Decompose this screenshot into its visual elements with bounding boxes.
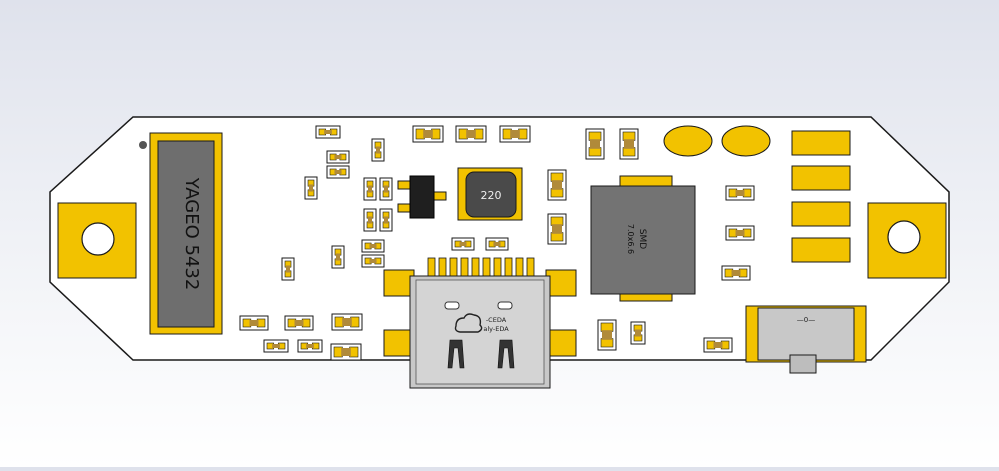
- smd-body: [368, 216, 372, 224]
- slide-switch: —0—: [745, 305, 867, 374]
- smd-body: [336, 253, 340, 261]
- smd-body: [731, 270, 741, 276]
- smd-body: [341, 348, 351, 356]
- smd-body: [624, 139, 634, 149]
- smd-components: [239, 125, 755, 361]
- smd-terminal: [350, 316, 360, 328]
- inductor-220: 220: [457, 167, 523, 221]
- mounting-pad-left: [57, 202, 137, 279]
- smd-terminal: [600, 322, 614, 332]
- yageo-inductor: YAGEO 5432: [139, 132, 223, 335]
- smd-terminal: [502, 128, 512, 140]
- smd-body: [552, 224, 562, 234]
- oval-pad: [721, 125, 771, 157]
- mounting-pad-right: [867, 202, 947, 279]
- smd-terminal: [588, 147, 602, 157]
- smd-terminal: [600, 338, 614, 348]
- smd-body: [368, 185, 372, 193]
- smd-body: [552, 180, 562, 190]
- smd-body: [324, 130, 332, 134]
- sot-chip: [397, 175, 447, 219]
- smd-body: [459, 242, 467, 246]
- smd-terminal: [622, 131, 636, 141]
- smd-body: [369, 259, 377, 263]
- edge-pad: [791, 130, 851, 156]
- smd-body: [286, 265, 290, 273]
- smd-body: [384, 216, 388, 224]
- smd-body: [334, 155, 342, 159]
- smd-body: [334, 170, 342, 174]
- smd-body: [272, 344, 280, 348]
- smd-terminal: [333, 346, 343, 358]
- smd-body: [493, 242, 501, 246]
- edge-pad: [791, 237, 851, 263]
- smd-body: [602, 330, 612, 340]
- smd-terminal: [588, 131, 602, 141]
- edge-pad: [791, 201, 851, 227]
- smd-body: [713, 342, 723, 348]
- smd-inductor: SMD 7.0x6.6: [590, 175, 696, 302]
- smd-terminal: [431, 128, 441, 140]
- usb-pins: [427, 257, 535, 277]
- smd-body: [510, 130, 520, 138]
- smd-body: [384, 185, 388, 193]
- smd-marking-line1: SMD: [637, 229, 647, 249]
- smd-body: [249, 320, 259, 326]
- smd-body: [306, 344, 314, 348]
- smd-terminal: [550, 232, 564, 242]
- smd-body: [369, 244, 377, 248]
- smd-terminal: [458, 128, 468, 140]
- smd-body: [635, 329, 641, 337]
- smd-body: [423, 130, 433, 138]
- usb-marking-1: -CEDA: [486, 316, 507, 324]
- smd-terminal: [334, 316, 344, 328]
- usb-c-connector: -CEDA aly-EDA: [383, 257, 577, 389]
- switch-marking: —0—: [797, 316, 815, 324]
- cloud-logo-icon: [454, 313, 483, 333]
- smd-body: [309, 184, 313, 192]
- mounting-hole-icon: [81, 222, 115, 256]
- smd-marking-line2: 7.0x6.6: [626, 224, 635, 254]
- smd-terminal: [518, 128, 528, 140]
- smd-terminal: [550, 188, 564, 198]
- smd-terminal: [550, 172, 564, 182]
- smd-terminal: [622, 147, 636, 157]
- usb-marking-2: aly-EDA: [483, 325, 509, 333]
- inductor-220-marking: 220: [481, 189, 502, 202]
- smd-body: [376, 146, 380, 154]
- oval-pad: [663, 125, 713, 157]
- smd-body: [294, 320, 304, 326]
- smd-terminal: [415, 128, 425, 140]
- smd-body: [735, 230, 745, 236]
- smd-terminal: [550, 216, 564, 226]
- edge-pad: [791, 165, 851, 191]
- smd-body: [466, 130, 476, 138]
- smd-body: [590, 139, 600, 149]
- smd-body: [735, 190, 745, 196]
- mounting-hole-icon: [887, 220, 921, 254]
- smd-body: [342, 318, 352, 326]
- smd-terminal: [349, 346, 359, 358]
- smd-terminal: [474, 128, 484, 140]
- yageo-marking: YAGEO 5432: [181, 177, 202, 291]
